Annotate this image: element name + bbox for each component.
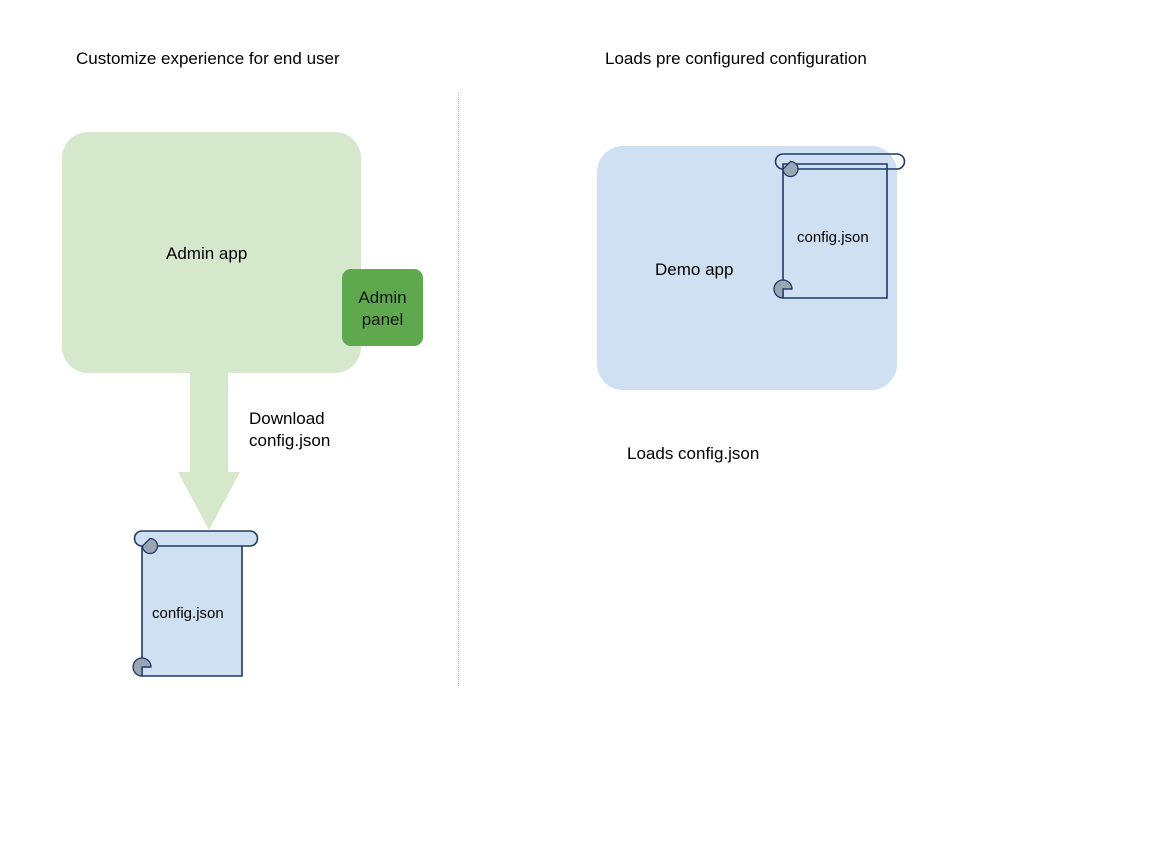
config-json-document-right[interactable] — [765, 152, 911, 310]
admin-panel-label-line2: panel — [361, 310, 404, 329]
column-divider — [458, 93, 459, 686]
download-arrow-label-line2: config.json — [249, 431, 331, 450]
left-column-heading: Customize experience for end user — [76, 49, 340, 68]
admin-panel-chip[interactable]: Admin panel — [342, 269, 423, 346]
config-json-label-right: config.json — [797, 229, 869, 246]
config-json-document-left[interactable] — [120, 528, 266, 690]
admin-app-box: Admin panel — [62, 132, 423, 373]
scroll-shape — [132, 530, 259, 677]
download-arrow-shape — [178, 368, 240, 530]
admin-panel-label: Admin panel — [342, 287, 423, 331]
loads-config-caption: Loads config.json — [627, 444, 760, 463]
demo-app-box — [597, 146, 897, 390]
admin-panel-label-line1: Admin — [358, 288, 407, 307]
right-column-heading: Loads pre configured configuration — [605, 49, 867, 68]
config-json-label-left: config.json — [152, 605, 224, 622]
scroll-shape — [773, 153, 906, 299]
download-arrow-label-line1: Download — [249, 409, 325, 428]
demo-app-label: Demo app — [655, 260, 734, 279]
download-arrow — [178, 368, 240, 530]
admin-app-label: Admin app — [166, 244, 248, 263]
download-arrow-label: Download config.json — [249, 408, 330, 452]
